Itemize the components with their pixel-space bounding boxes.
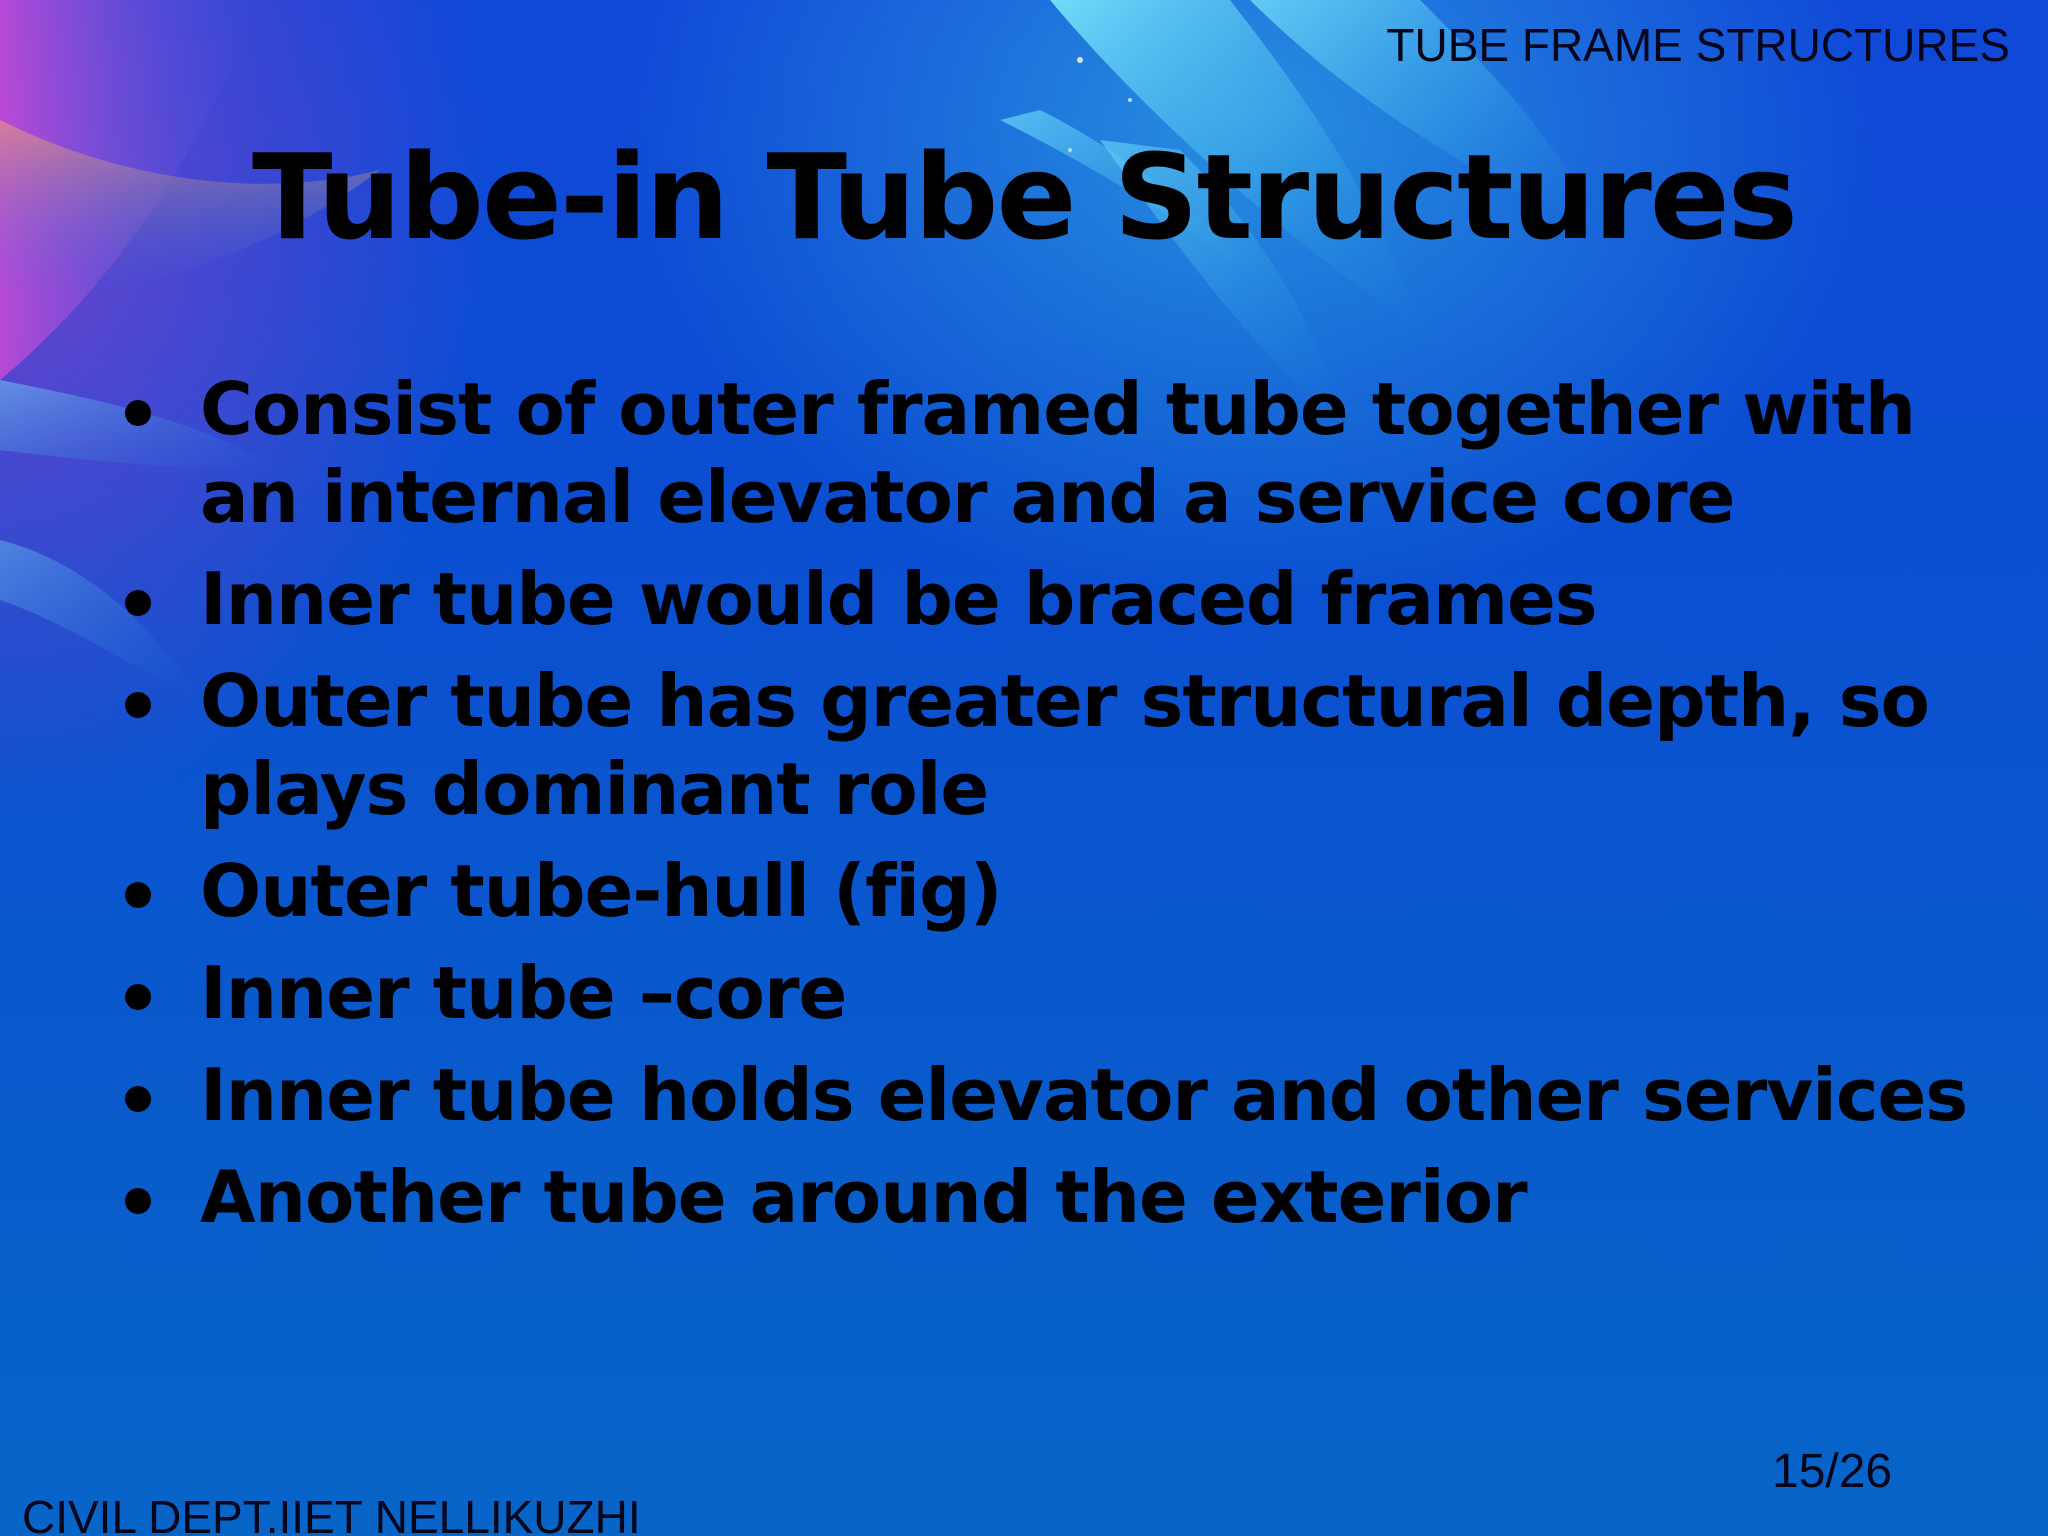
bullet-item: Inner tube holds elevator and other serv… xyxy=(125,1051,2005,1139)
slide-header: TUBE FRAME STRUCTURES xyxy=(1386,19,2010,71)
bullet-text: Another tube around the exterior xyxy=(200,1155,1528,1239)
bullet-list: Consist of outer framed tube together wi… xyxy=(125,365,2005,1255)
slide-title: Tube-in Tube Structures xyxy=(251,128,1798,266)
bullet-text: Inner tube would be braced frames xyxy=(200,557,1598,641)
bullet-dot-icon xyxy=(125,1188,151,1214)
bullet-dot-icon xyxy=(125,692,151,718)
bullet-dot-icon xyxy=(125,984,151,1010)
bullet-text: Consist of outer framed tube together wi… xyxy=(200,367,1916,539)
bullet-item: Outer tube has greater structural depth,… xyxy=(125,657,2005,833)
bullet-item: Inner tube –core xyxy=(125,949,2005,1037)
slide-footer: CIVIL DEPT.IIET NELLIKUZHI xyxy=(22,1491,641,1536)
bullet-text: Inner tube holds elevator and other serv… xyxy=(200,1053,1968,1137)
page-number: 15/26 xyxy=(1772,1445,1893,1498)
bullet-dot-icon xyxy=(125,400,151,426)
bullet-dot-icon xyxy=(125,882,151,908)
bullet-dot-icon xyxy=(125,1086,151,1112)
bullet-text: Outer tube-hull (fig) xyxy=(200,849,1003,933)
bullet-dot-icon xyxy=(125,590,151,616)
bullet-item: Outer tube-hull (fig) xyxy=(125,847,2005,935)
bullet-item: Inner tube would be braced frames xyxy=(125,555,2005,643)
bullet-text: Outer tube has greater structural depth,… xyxy=(200,659,1930,831)
bullet-text: Inner tube –core xyxy=(200,951,847,1035)
bullet-item: Consist of outer framed tube together wi… xyxy=(125,365,2005,541)
bullet-item: Another tube around the exterior xyxy=(125,1153,2005,1241)
